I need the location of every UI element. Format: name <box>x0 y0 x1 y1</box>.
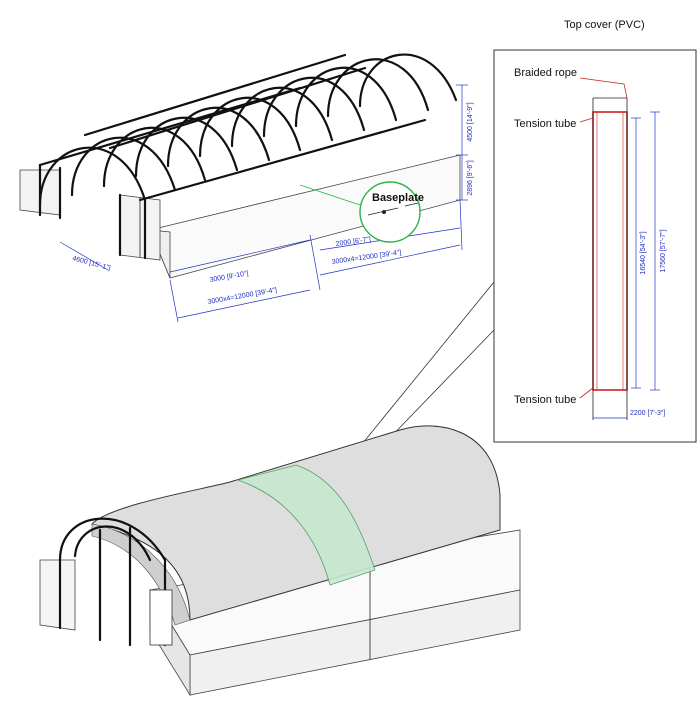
dim-panel-width: 2200 [7'-3"] <box>630 410 665 417</box>
dim-bay-left: 3000 [9'-10"] <box>209 270 249 284</box>
dim-length-left: 3000x4=12000 [39'-4"] <box>207 287 277 306</box>
label-braided-rope: Braided rope <box>514 67 577 79</box>
dim-gap: 2000 [6'-7"] <box>335 236 371 248</box>
dim-length-right: 3000x4=12000 [39'-4"] <box>331 249 402 266</box>
dim-height: 4500 [14'-9"] <box>467 102 474 141</box>
covered-shelter <box>39 425 521 697</box>
label-tension-tube-top: Tension tube <box>514 118 576 130</box>
baseplate-callout <box>299 181 421 243</box>
label-baseplate: Baseplate <box>372 192 424 204</box>
dim-end-width: 4600 [15'-1"] <box>71 255 111 272</box>
dim-panel-outer: 17560 [57'-7"] <box>660 229 667 272</box>
label-top-cover: Top cover (PVC) <box>564 19 645 31</box>
panel-detail-box <box>493 49 697 443</box>
dim-panel-inner: 16540 [54'-3"] <box>640 231 647 274</box>
label-tension-tube-bottom: Tension tube <box>514 394 576 406</box>
frame-structure <box>19 53 461 279</box>
dim-wall-height: 2896 [9'-6"] <box>467 160 474 195</box>
